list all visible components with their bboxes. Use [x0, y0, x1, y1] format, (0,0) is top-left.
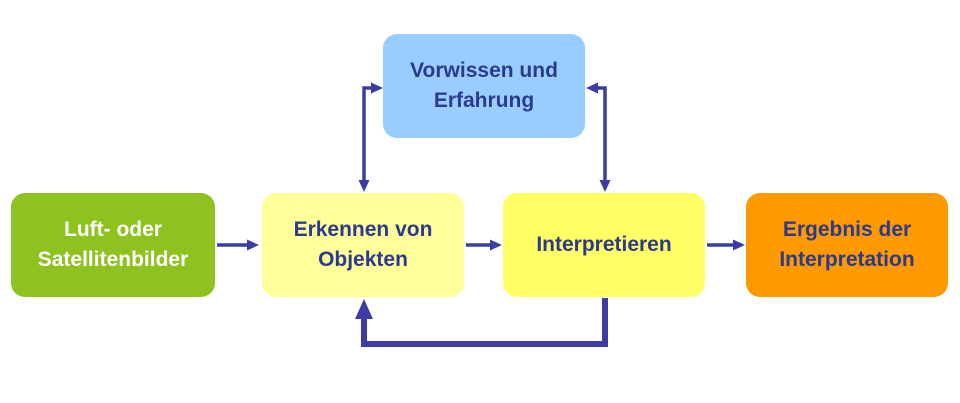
node-interpret: Interpretieren — [503, 193, 705, 297]
node-label-recognize: Erkennen von Objekten — [293, 218, 433, 271]
node-label-knowledge: Vorwissen und Erfahrung — [410, 59, 558, 112]
node-label-interpret: Interpretieren — [536, 233, 672, 256]
node-recognize-objects: Erkennen von Objekten — [262, 193, 464, 297]
node-label-result: Ergebnis der Interpretation — [779, 218, 915, 271]
node-interpretation-result: Ergebnis der Interpretation — [746, 193, 948, 297]
edge-feedback-loop — [355, 298, 608, 347]
node-prior-knowledge: Vorwissen und Erfahrung — [383, 34, 585, 138]
node-aerial-satellite-images: Luft- oder Satellitenbilder — [11, 193, 215, 297]
edge-interpret-to-result — [707, 239, 745, 251]
edge-input-to-recognize — [217, 239, 259, 251]
edge-recognize-knowledge — [358, 82, 383, 192]
edge-interpret-knowledge — [586, 82, 611, 192]
node-label-input: Luft- oder Satellitenbilder — [37, 218, 189, 271]
edge-recognize-to-interpret — [466, 239, 502, 251]
